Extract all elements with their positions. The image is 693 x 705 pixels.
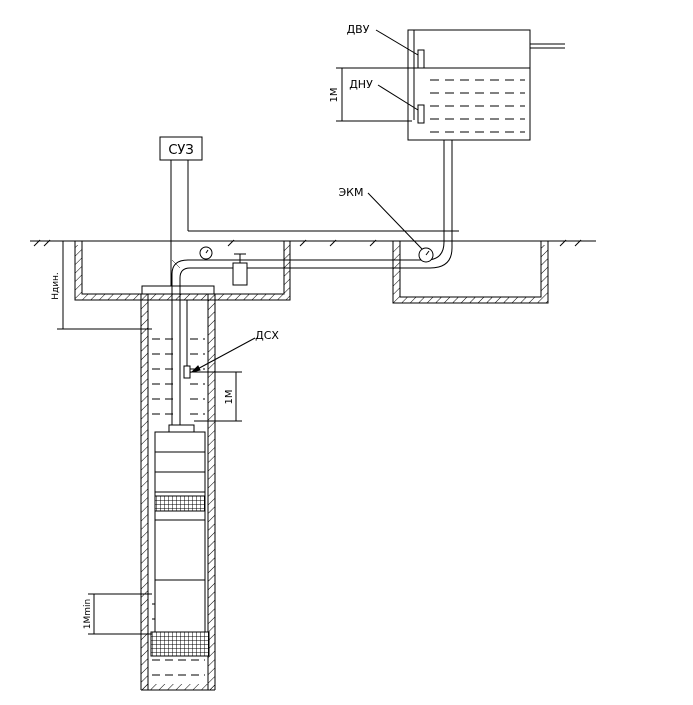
dynamic-level-label: Ндин. — [51, 272, 61, 300]
control-box-label: СУЗ — [168, 143, 193, 158]
well-casing — [140, 294, 216, 691]
lower-level-sensor-label: ДНУ — [349, 78, 373, 91]
min-level-label: 1Мmin — [83, 599, 93, 629]
control-cable — [170, 160, 459, 286]
dry-run-sensor-label: ДСХ — [255, 329, 279, 342]
tank-level-sensors — [375, 29, 425, 124]
control-box — [159, 136, 203, 161]
pump-strainer — [150, 631, 210, 657]
min-level-dimension — [88, 593, 152, 635]
pressure-gauge-label: ЭКМ — [339, 186, 364, 199]
dry-run-sensor — [183, 300, 256, 379]
tank-dimension — [336, 67, 412, 122]
sensor-dimension — [190, 371, 242, 422]
gauge-pit — [392, 241, 549, 304]
ground-hatch-left — [33, 239, 582, 247]
upper-level-sensor-label: ДВУ — [347, 23, 370, 36]
discharge-pipe — [171, 142, 453, 286]
gate-valve — [232, 253, 248, 286]
riser-pipe — [171, 286, 181, 425]
storage-tank — [407, 29, 565, 142]
dynamic-level-dimension — [57, 240, 152, 330]
pressure-gauge-pit — [199, 246, 213, 260]
submersible-pump — [150, 424, 210, 657]
well-head — [141, 285, 215, 295]
tank-gap-label: 1М — [329, 88, 340, 103]
contact-pressure-gauge — [367, 192, 434, 263]
sensor-gap-label: 1М — [224, 390, 235, 405]
